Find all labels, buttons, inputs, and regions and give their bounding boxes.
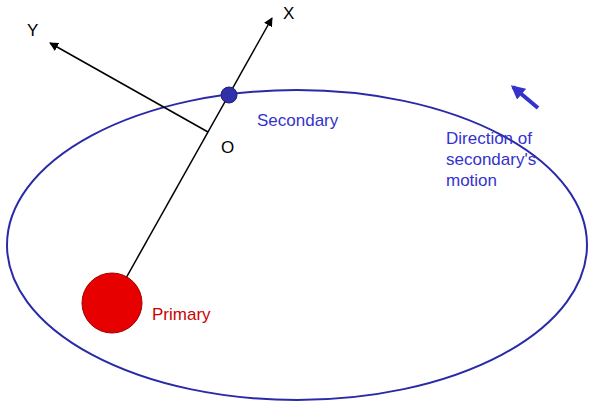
body-label: Secondary [257, 110, 338, 131]
axis-label: X [283, 3, 294, 24]
primary-body [82, 273, 142, 333]
origin-label: O [221, 137, 234, 158]
axis-label: Y [27, 20, 38, 41]
motion-arrow [513, 87, 538, 108]
secondary-body [221, 87, 237, 103]
y-axis [50, 43, 208, 132]
x-axis [112, 18, 272, 303]
body-label: Primary [152, 304, 211, 325]
orbit-ellipse [7, 90, 587, 400]
motion-note: Direction of secondary's motion [446, 128, 564, 191]
